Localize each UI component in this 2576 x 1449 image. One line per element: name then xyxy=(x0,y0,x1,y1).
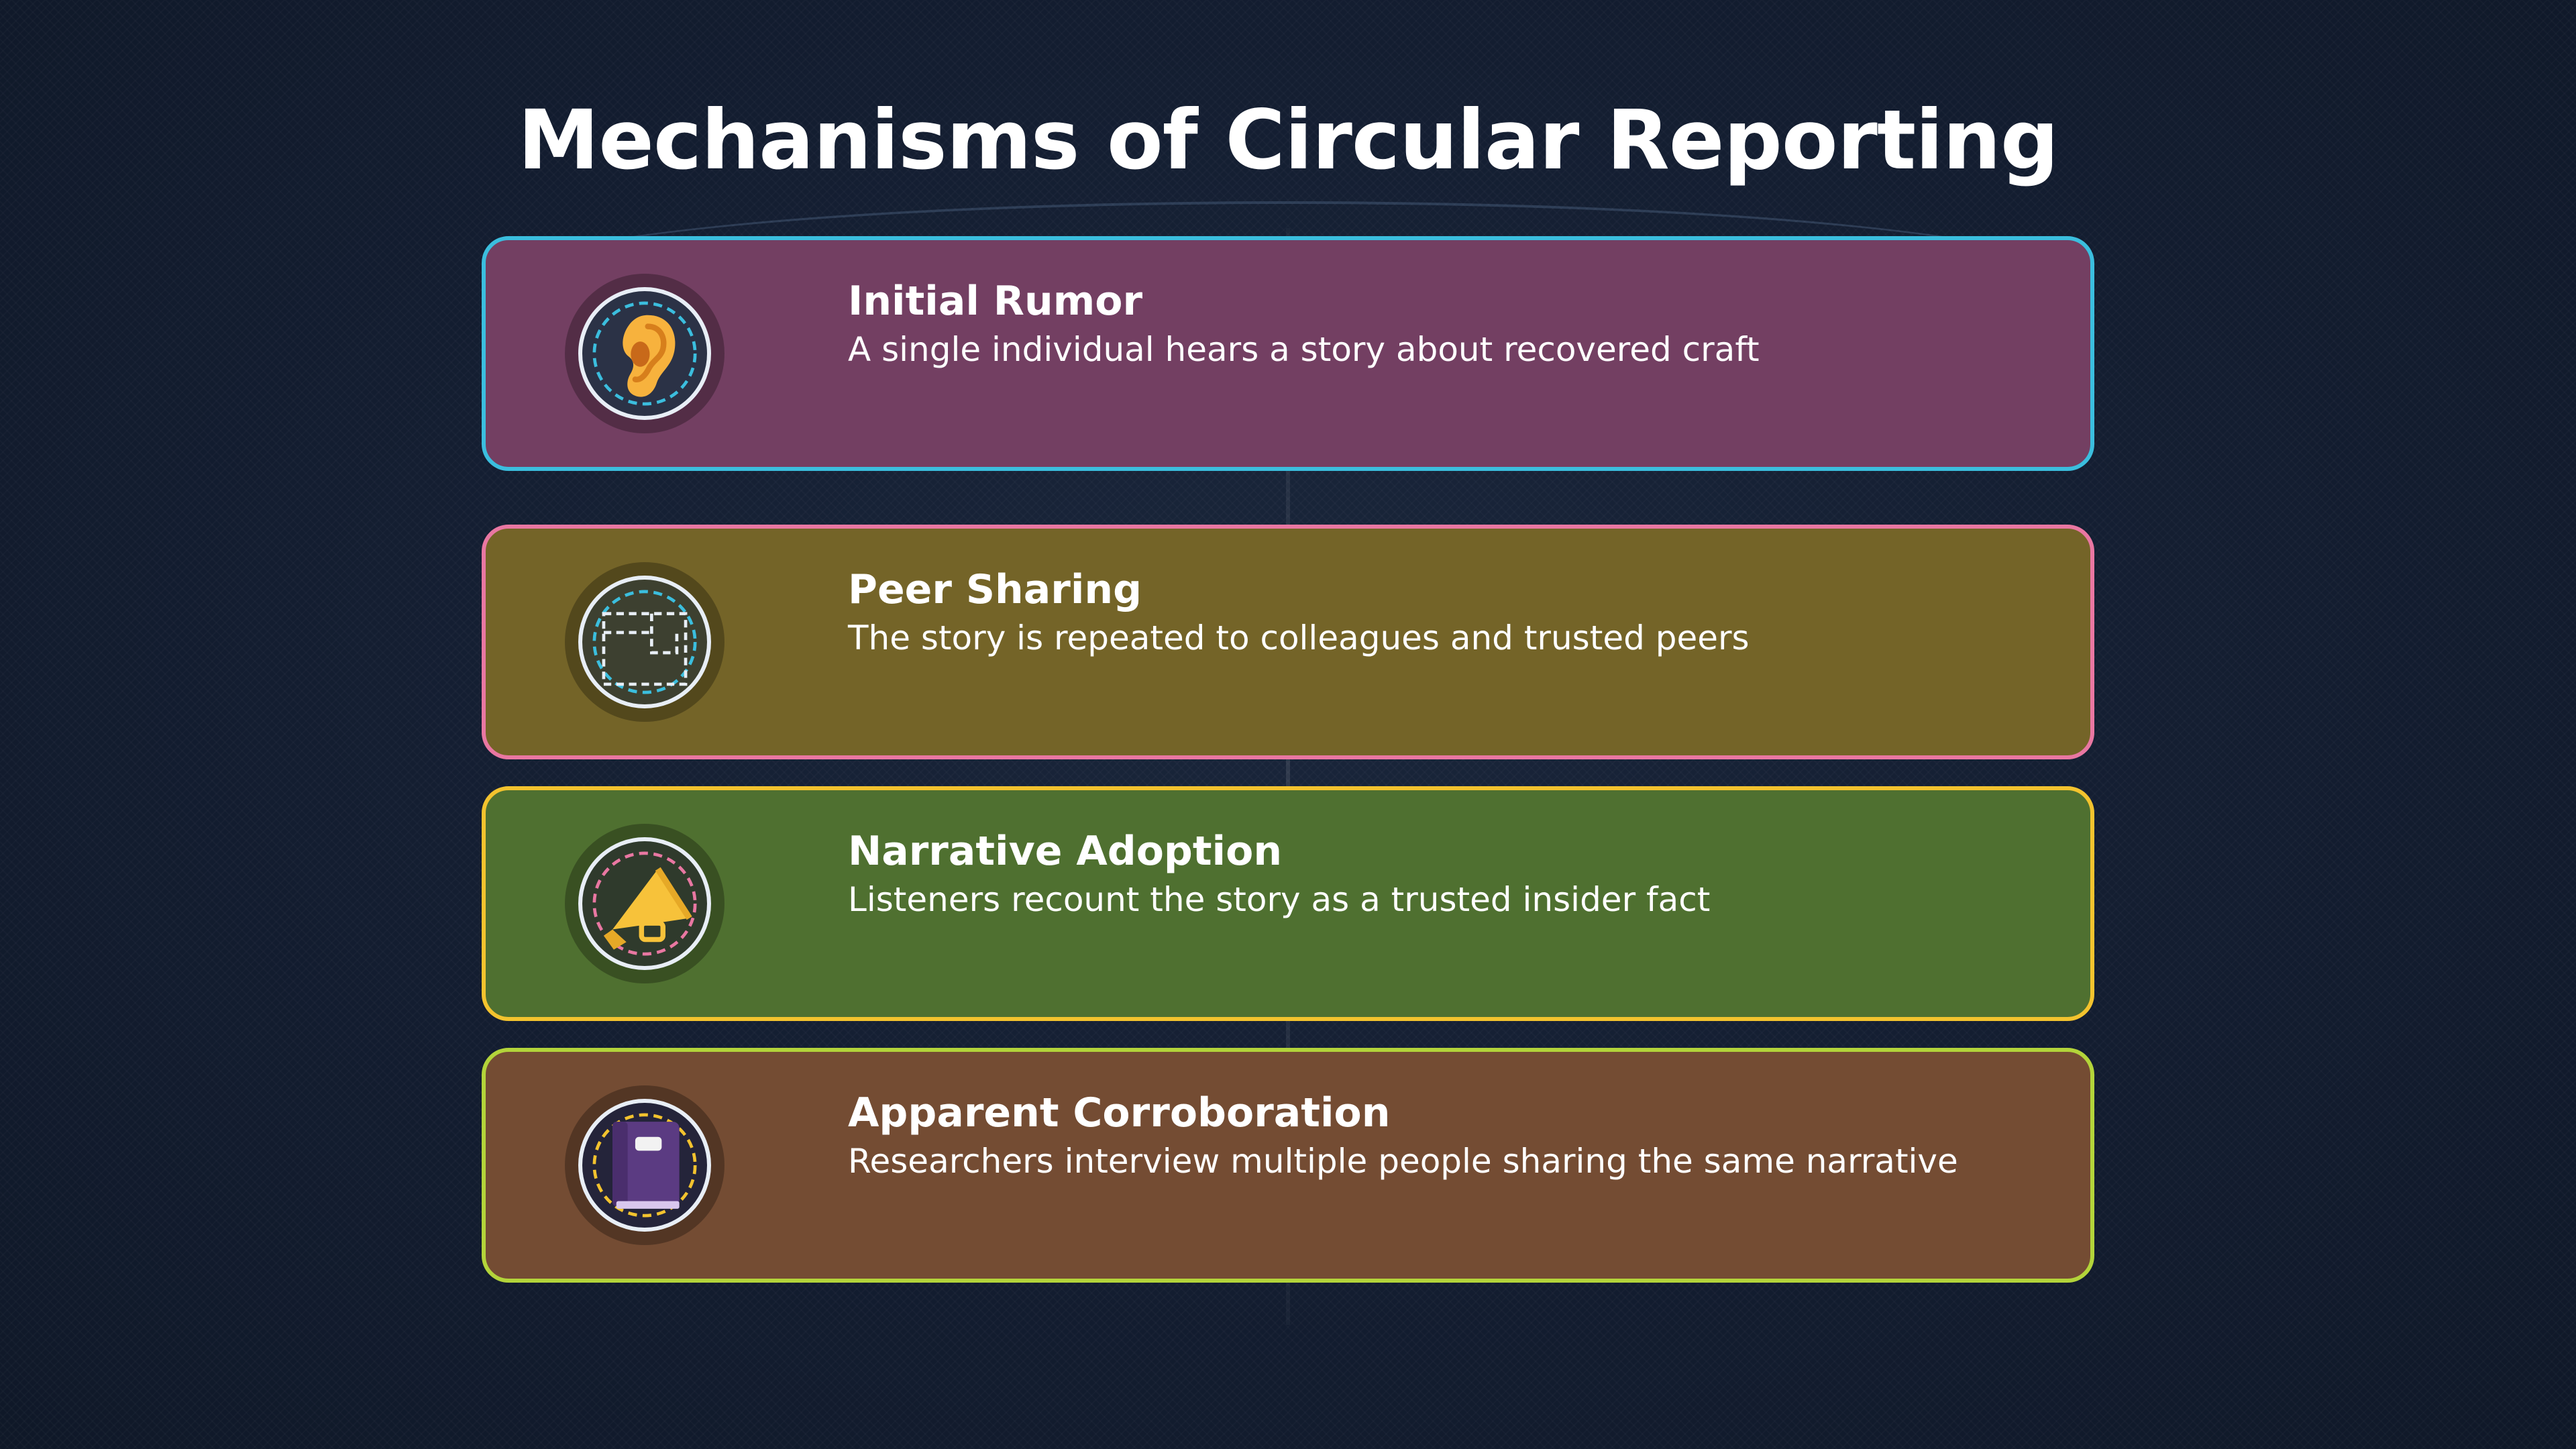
ear-icon xyxy=(592,301,697,406)
page-title: Mechanisms of Circular Reporting xyxy=(517,93,2059,188)
step-description: Listeners recount the story as a trusted… xyxy=(848,880,1711,919)
step-card-apparent-corroboration: Apparent Corroboration Researchers inter… xyxy=(482,1048,2094,1283)
step-heading: Peer Sharing xyxy=(848,566,1142,613)
icon-badge xyxy=(565,562,724,722)
step-card-narrative-adoption: Narrative Adoption Listeners recount the… xyxy=(482,786,2094,1021)
step-card-initial-rumor: Initial Rumor A single individual hears … xyxy=(482,236,2094,471)
megaphone-icon xyxy=(592,851,697,956)
step-heading: Initial Rumor xyxy=(848,278,1143,325)
decorative-arc xyxy=(483,201,2093,284)
document-icon xyxy=(592,590,697,694)
book-icon xyxy=(592,1113,697,1218)
step-description: The story is repeated to colleagues and … xyxy=(848,619,1750,657)
step-heading: Apparent Corroboration xyxy=(848,1089,1391,1136)
step-card-peer-sharing: Peer Sharing The story is repeated to co… xyxy=(482,525,2094,759)
icon-badge xyxy=(565,274,724,433)
step-heading: Narrative Adoption xyxy=(848,828,1283,875)
center-divider xyxy=(1286,228,1290,1325)
step-description: Researchers interview multiple people sh… xyxy=(848,1142,1958,1181)
step-description: A single individual hears a story about … xyxy=(848,330,1760,369)
icon-badge xyxy=(565,824,724,983)
icon-badge xyxy=(565,1085,724,1245)
